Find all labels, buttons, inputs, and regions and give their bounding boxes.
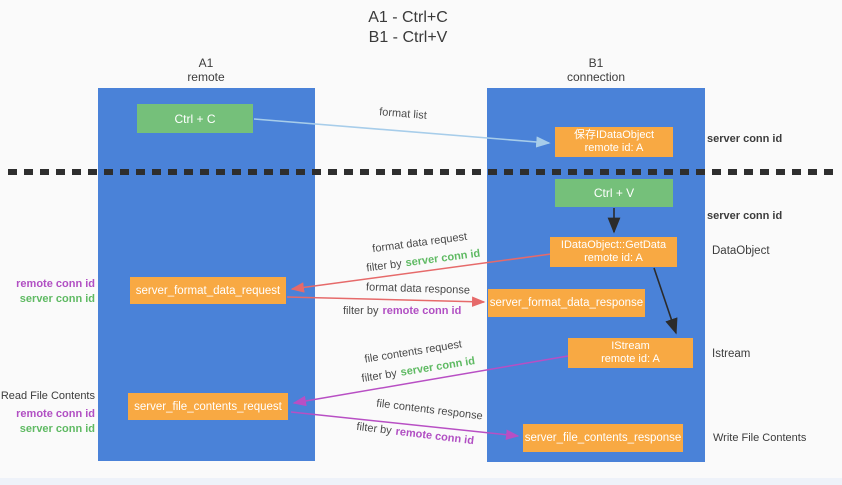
getdata-line1: IDataObject::GetData bbox=[560, 239, 667, 251]
filter-by-text: filter by bbox=[360, 367, 398, 385]
left-lane-role: remote bbox=[187, 70, 225, 84]
server-file-contents-request-node: server_file_contents_request bbox=[128, 393, 288, 420]
server-format-data-request-label: server_format_data_request bbox=[135, 284, 281, 297]
bottom-strip bbox=[0, 478, 842, 485]
server-file-contents-response-label: server_file_contents_response bbox=[524, 432, 682, 444]
read-file-contents-label: Read File Contents bbox=[0, 390, 95, 402]
right-lane-name: B1 bbox=[588, 56, 604, 70]
write-file-contents-label: Write File Contents bbox=[713, 432, 807, 444]
file-contents-response-label: file contents response bbox=[375, 397, 484, 423]
left-lane-name: A1 bbox=[198, 56, 214, 70]
remote-conn-id-text: remote conn id bbox=[394, 425, 475, 448]
ctrl-v-node: Ctrl + V bbox=[555, 179, 673, 207]
server-format-data-response-label: server_format_data_response bbox=[489, 297, 644, 309]
filter-by-text: filter by bbox=[365, 257, 403, 275]
server-conn-id-left-2: server conn id bbox=[19, 423, 95, 435]
session-divider bbox=[8, 169, 834, 175]
server-conn-id-right-top: server conn id bbox=[707, 133, 783, 145]
filter-by-text: filter by bbox=[355, 420, 393, 438]
server-format-data-request-node: server_format_data_request bbox=[130, 277, 286, 304]
format-data-response-arrow bbox=[286, 296, 486, 307]
right-lane-role: connection bbox=[566, 70, 626, 84]
remote-conn-id-left-2: remote conn id bbox=[16, 408, 95, 420]
istream-node: IStream remote id: A bbox=[568, 338, 693, 368]
idataobject-getdata-node: IDataObject::GetData remote id: A bbox=[550, 237, 677, 267]
save-idataobject-line2: remote id: A bbox=[584, 142, 644, 154]
server-conn-id-text: server conn id bbox=[399, 355, 476, 379]
server-file-contents-request-label: server_file_contents_request bbox=[134, 400, 282, 413]
ctrl-v-label: Ctrl + V bbox=[593, 186, 635, 200]
server-file-contents-response-node: server_file_contents_response bbox=[523, 424, 683, 452]
remote-conn-id-left-1: remote conn id bbox=[16, 278, 95, 290]
dataobject-side-label: DataObject bbox=[712, 245, 770, 257]
format-list-label: format list bbox=[378, 106, 428, 122]
title-line-1: A1 - Ctrl+C bbox=[368, 9, 448, 26]
ctrl-c-label: Ctrl + C bbox=[174, 111, 216, 126]
left-conn-id-group-2: remote conn id server conn id bbox=[0, 407, 95, 437]
getdata-line2: remote id: A bbox=[584, 252, 643, 264]
server-conn-id-right-mid: server conn id bbox=[707, 210, 783, 222]
istream-line1: IStream bbox=[611, 340, 650, 352]
diagram-title: A1 - Ctrl+C B1 - Ctrl+V bbox=[258, 8, 558, 48]
title-line-2: B1 - Ctrl+V bbox=[368, 29, 448, 46]
ctrl-c-node: Ctrl + C bbox=[137, 104, 253, 133]
istream-side-label: Istream bbox=[712, 348, 751, 360]
left-conn-id-group-1: remote conn id server conn id bbox=[0, 277, 95, 307]
istream-line2: remote id: A bbox=[601, 353, 660, 365]
filter-by-text: filter by bbox=[343, 305, 379, 317]
server-format-data-response-node: server_format_data_response bbox=[488, 289, 645, 317]
server-conn-id-left-1: server conn id bbox=[19, 293, 95, 305]
save-idataobject-line1: 保存IDataObject bbox=[573, 129, 655, 141]
server-conn-id-text: server conn id bbox=[404, 247, 481, 270]
right-lane-header: B1 connection bbox=[536, 56, 656, 84]
format-data-response-label: format data response bbox=[365, 281, 471, 297]
remote-conn-id-text: remote conn id bbox=[382, 305, 462, 317]
save-idataobject-node: 保存IDataObject remote id: A bbox=[555, 127, 673, 157]
left-lane-header: A1 remote bbox=[146, 56, 266, 84]
